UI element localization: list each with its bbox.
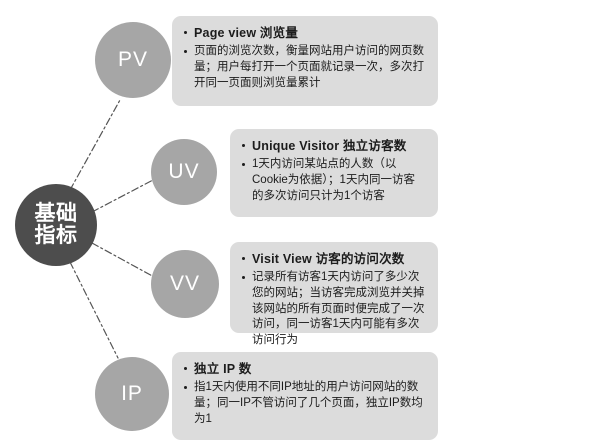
callout-ip-list: 独立 IP 数 指1天内使用不同IP地址的用户访问网站的数量；同一IP不管访问了… <box>182 361 426 427</box>
callout-uv-list: Unique Visitor 独立访客数 1天内访问某站点的人数（以Cookie… <box>240 138 426 204</box>
metric-node-ip[interactable]: IP <box>95 357 169 431</box>
callout-pv-body: 页面的浏览次数，衡量网站用户访问的网页数量；用户每打开一个页面就记录一次，多次打… <box>182 44 426 92</box>
callout-ip-body: 指1天内使用不同IP地址的用户访问网站的数量；同一IP不管访问了几个页面，独立I… <box>182 380 426 428</box>
connector-hub-to-uv <box>91 179 154 213</box>
callout-vv-body: 记录所有访客1天内访问了多少次您的网站；当访客完成浏览并关掉该网站的所有页面时便… <box>240 270 426 349</box>
callout-ip: 独立 IP 数 指1天内使用不同IP地址的用户访问网站的数量；同一IP不管访问了… <box>172 352 438 440</box>
metric-node-uv[interactable]: UV <box>151 139 217 205</box>
metric-node-ip-label: IP <box>121 382 143 405</box>
callout-vv-list: Visit View 访客的访问次数 记录所有访客1天内访问了多少次您的网站；当… <box>240 251 426 349</box>
callout-ip-title: 独立 IP 数 <box>182 361 426 378</box>
hub-node-label: 基础 指标 <box>34 202 78 247</box>
metric-node-uv-label: UV <box>168 160 200 183</box>
connector-hub-to-ip <box>69 261 119 359</box>
metric-node-pv[interactable]: PV <box>95 22 171 98</box>
callout-uv-body: 1天内访问某站点的人数（以Cookie为依据）；1天内同一访客的多次访问只计为1… <box>240 157 426 205</box>
callout-pv-title: Page view 浏览量 <box>182 25 426 42</box>
callout-uv: Unique Visitor 独立访客数 1天内访问某站点的人数（以Cookie… <box>230 129 438 217</box>
callout-pv-list: Page view 浏览量 页面的浏览次数，衡量网站用户访问的网页数量；用户每打… <box>182 25 426 91</box>
connector-hub-to-pv <box>69 99 121 191</box>
metric-node-vv[interactable]: VV <box>151 250 219 318</box>
callout-vv: Visit View 访客的访问次数 记录所有访客1天内访问了多少次您的网站；当… <box>230 242 438 346</box>
callout-uv-title: Unique Visitor 独立访客数 <box>240 138 426 155</box>
metric-node-vv-label: VV <box>169 272 200 295</box>
metric-node-pv-label: PV <box>117 48 148 71</box>
callout-vv-title: Visit View 访客的访问次数 <box>240 251 426 268</box>
connector-hub-to-vv <box>91 242 157 279</box>
callout-pv: Page view 浏览量 页面的浏览次数，衡量网站用户访问的网页数量；用户每打… <box>172 16 438 106</box>
hub-node-basic-metrics[interactable]: 基础 指标 <box>15 184 97 266</box>
